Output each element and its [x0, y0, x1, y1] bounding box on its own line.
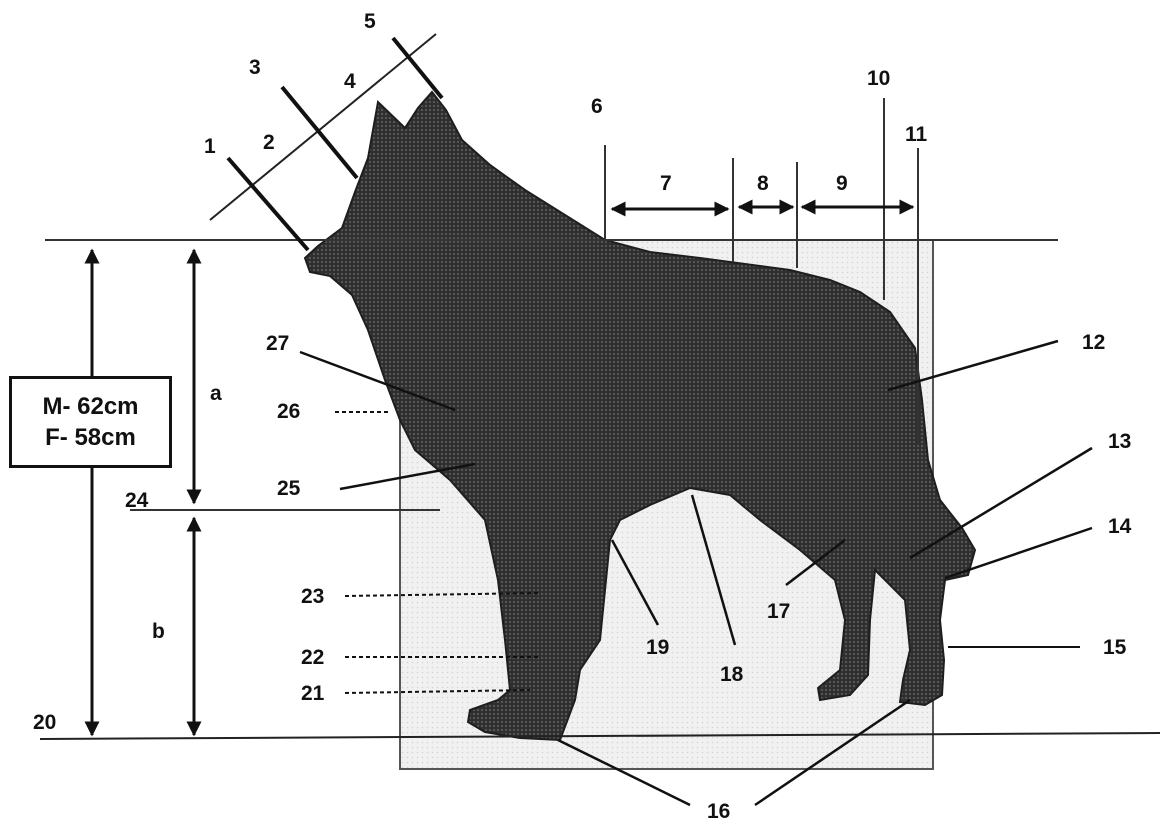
point-label-14: 14: [1108, 516, 1131, 537]
height-label-b: b: [152, 621, 165, 642]
point-label-15: 15: [1103, 637, 1126, 658]
point-label-16: 16: [707, 801, 730, 822]
point-label-2: 2: [263, 132, 275, 153]
point-label-4: 4: [344, 71, 356, 92]
leader-5: [393, 38, 442, 98]
point-label-26: 26: [277, 401, 300, 422]
female-height-text: F- 58cm: [45, 425, 136, 450]
point-label-17: 17: [767, 601, 790, 622]
point-label-21: 21: [301, 683, 324, 704]
point-label-13: 13: [1108, 431, 1131, 452]
point-label-25: 25: [277, 478, 300, 499]
point-label-20: 20: [33, 712, 56, 733]
point-label-12: 12: [1082, 332, 1105, 353]
point-label-24: 24: [125, 490, 148, 511]
point-label-23: 23: [301, 586, 324, 607]
size-box: M- 62cm F- 58cm: [9, 376, 172, 468]
point-label-7: 7: [660, 173, 672, 194]
point-label-22: 22: [301, 647, 324, 668]
point-label-10: 10: [867, 68, 890, 89]
height-label-a: a: [210, 383, 222, 404]
point-label-19: 19: [646, 637, 669, 658]
point-label-9: 9: [836, 173, 848, 194]
point-label-6: 6: [591, 96, 603, 117]
male-height-text: M- 62cm: [42, 394, 138, 419]
point-label-5: 5: [364, 11, 376, 32]
point-label-18: 18: [720, 664, 743, 685]
point-label-11: 11: [905, 124, 927, 145]
point-label-1: 1: [204, 136, 216, 157]
leader-3: [282, 87, 357, 178]
point-label-27: 27: [266, 333, 289, 354]
point-label-8: 8: [757, 173, 769, 194]
point-label-3: 3: [249, 57, 261, 78]
